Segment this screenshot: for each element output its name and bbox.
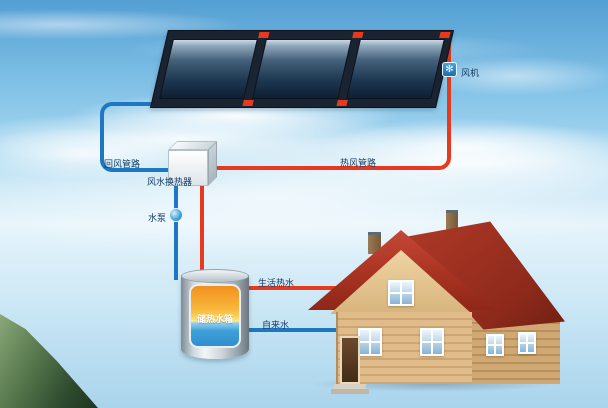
heat-exchanger-label: 风水换热器	[147, 177, 193, 187]
door-step	[334, 384, 366, 389]
mountain	[0, 314, 98, 408]
storage-tank-label: 储热水箱	[196, 314, 233, 324]
water-pipe-cold-down	[174, 184, 178, 280]
heat-exchanger	[168, 150, 208, 186]
hot-air-pipe	[210, 40, 451, 170]
fan-label: 风机	[461, 68, 480, 78]
collector-connector	[258, 32, 270, 38]
front-window	[358, 328, 382, 356]
collector-connector	[439, 32, 451, 38]
pump-label: 水泵	[147, 213, 166, 223]
pump-icon	[169, 208, 183, 222]
house-door	[340, 336, 360, 384]
house	[300, 208, 565, 394]
collector-connector	[352, 32, 364, 38]
hot-air-pipe-label: 热风管路	[340, 158, 377, 168]
water-pipe-hot-down	[200, 184, 204, 280]
tap-water-label: 自来水	[262, 320, 290, 330]
storage-tank-top	[181, 269, 249, 283]
chimney	[368, 232, 381, 254]
collector-panel	[345, 39, 445, 99]
fan-icon: ✻	[442, 62, 457, 77]
heat-exchanger-side	[208, 141, 217, 186]
side-window	[486, 334, 504, 356]
collector-connector	[336, 100, 348, 106]
solar-collector-array	[149, 30, 454, 108]
domestic-hot-water-pipe	[249, 286, 341, 290]
collector-panel	[252, 39, 352, 99]
return-air-pipe-label: 回风管路	[104, 159, 141, 169]
tap-water-pipe	[249, 328, 341, 332]
return-air-pipe-upper	[100, 102, 156, 142]
gable-window	[388, 280, 414, 306]
return-air-pipe-lower	[100, 130, 170, 172]
collector-panel	[159, 39, 259, 99]
side-window	[518, 332, 536, 354]
storage-tank-window	[189, 284, 241, 348]
front-window	[420, 328, 444, 356]
collector-connector	[242, 100, 254, 106]
door-step	[331, 389, 369, 394]
domestic-hot-water-label: 生活热水	[258, 278, 295, 288]
